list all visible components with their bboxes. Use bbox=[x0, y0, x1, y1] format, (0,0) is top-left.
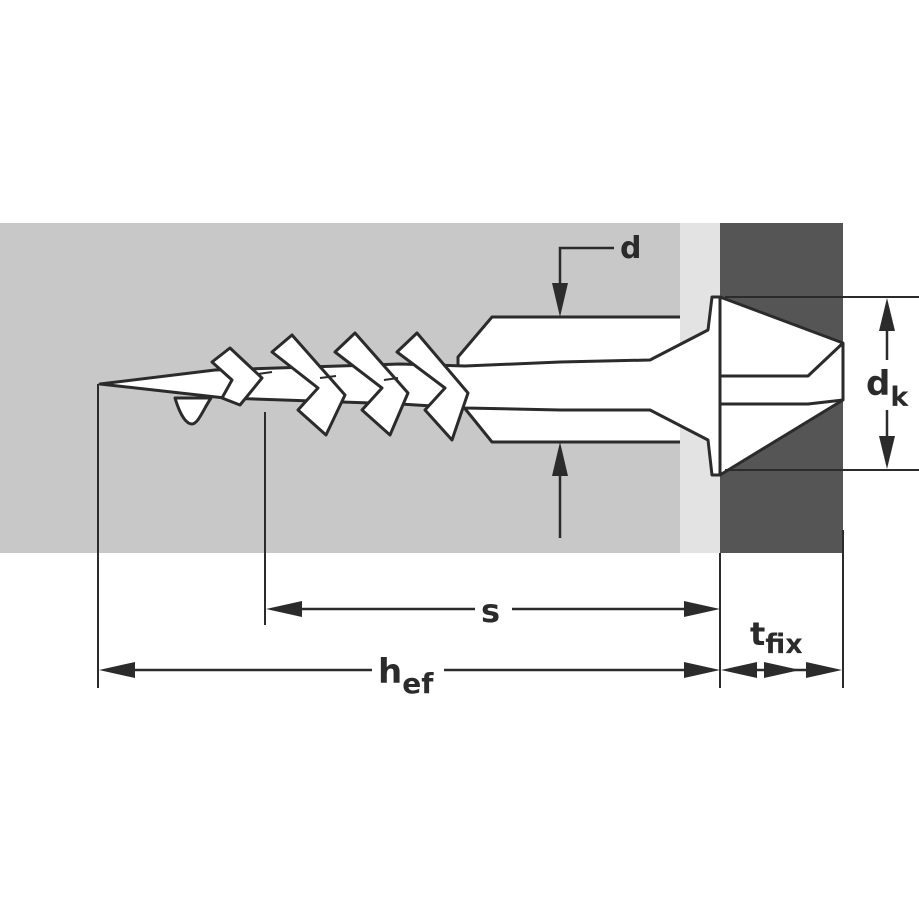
dim-tfix-arrow-right bbox=[806, 662, 842, 678]
dim-tfix-arrow-center bbox=[764, 662, 800, 678]
dim-hef-arrow-left bbox=[99, 662, 135, 678]
dim-d-leader bbox=[558, 246, 614, 298]
thread-3 bbox=[333, 331, 410, 437]
screw-inner-shaft bbox=[720, 341, 845, 406]
label-tfix: tfix bbox=[750, 615, 803, 660]
label-hef: hef bbox=[378, 652, 434, 700]
thread-1 bbox=[210, 346, 264, 407]
thread-2 bbox=[270, 333, 347, 437]
dim-dk-arrow-top bbox=[879, 298, 895, 331]
dim-dk-arrow-bottom bbox=[879, 436, 895, 469]
shank-accent bbox=[257, 371, 399, 381]
dim-tfix-arrow-left bbox=[721, 662, 757, 678]
dim-hef-arrow-right bbox=[684, 662, 720, 678]
dim-d-arrow-bottom bbox=[552, 442, 568, 476]
screw-barb bbox=[173, 396, 213, 426]
dim-s-arrow-right bbox=[684, 601, 720, 617]
dim-dk-label-bg bbox=[866, 360, 919, 410]
label-d: d bbox=[620, 231, 641, 266]
label-s: s bbox=[481, 592, 500, 630]
dim-s-arrow-left bbox=[266, 601, 302, 617]
thread-4 bbox=[395, 331, 470, 442]
dim-d-arrow-top bbox=[552, 283, 568, 317]
label-dk: dk bbox=[866, 364, 909, 413]
